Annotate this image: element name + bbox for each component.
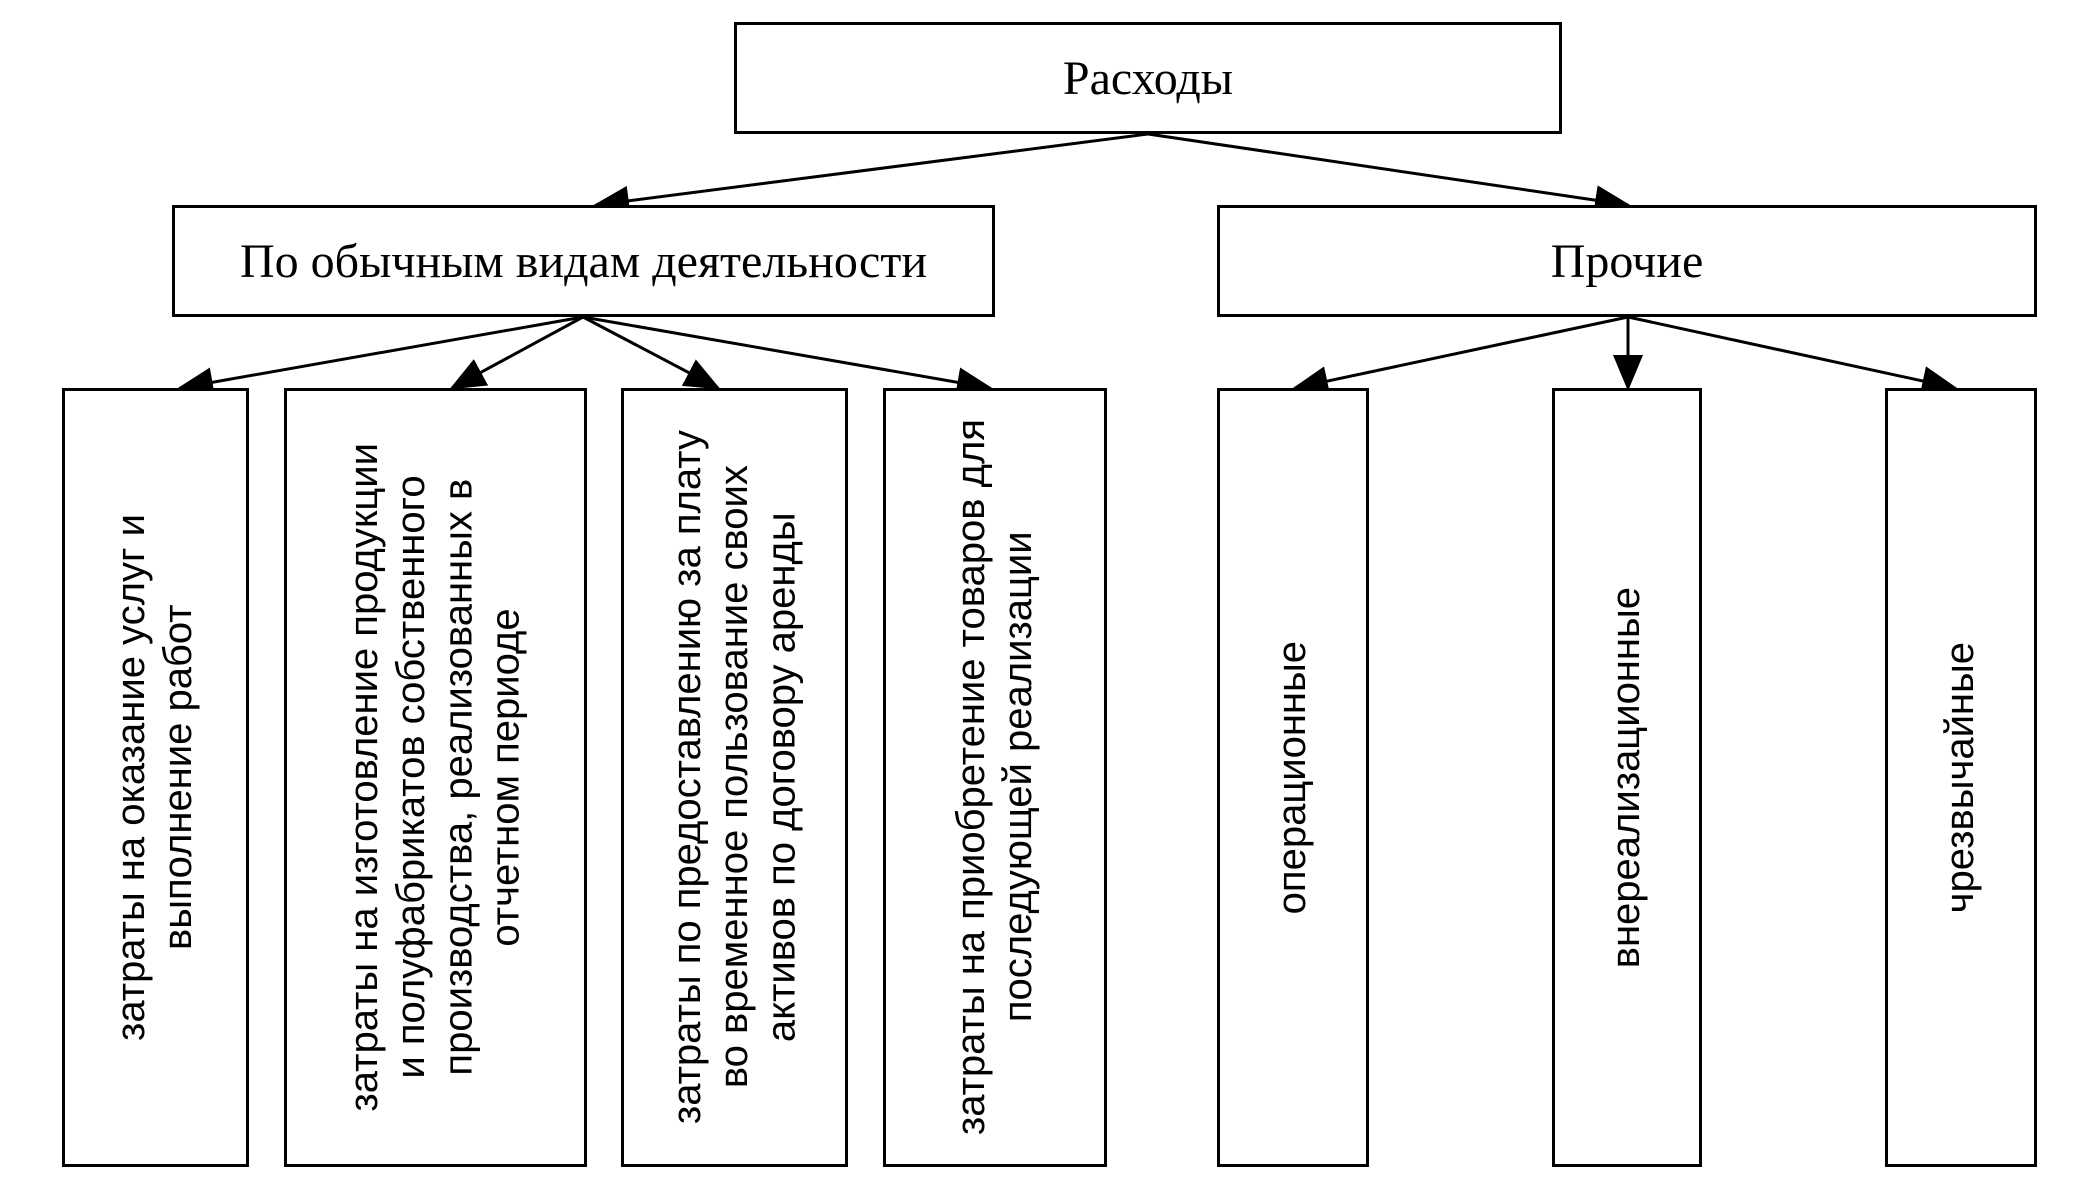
arrow-other-to-operational <box>1292 315 1629 396</box>
leaf-node-manufacturing: затраты на изготовление продукции и полу… <box>284 388 587 1167</box>
leaf-operational-label: операционные <box>1270 640 1315 915</box>
leaf-goods-label: затраты на приобретение товаров для посл… <box>948 419 1040 1136</box>
leaf-manufacturing-label: затраты на изготовление продукции и полу… <box>342 443 528 1112</box>
leaf-node-non-operational: внереализационные <box>1552 388 1702 1167</box>
root-node-label: Расходы <box>1062 51 1234 105</box>
leaf-non-operational-label: внереализационные <box>1604 586 1649 969</box>
arrow-ordinary-to-manufacturing <box>449 315 584 390</box>
leaf-node-operational: операционные <box>1217 388 1369 1167</box>
arrow-ordinary-to-goods <box>582 315 993 398</box>
category-other-label: Прочие <box>1550 234 1704 288</box>
arrow-root-to-ordinary <box>593 132 1149 216</box>
leaf-node-goods: затраты на приобретение товаров для посл… <box>883 388 1107 1167</box>
leaf-node-services: затраты на оказание услуг и выполнение р… <box>62 388 249 1167</box>
arrow-ordinary-to-rent <box>582 315 721 390</box>
root-node-expenses: Расходы <box>734 22 1562 134</box>
leaf-extraordinary-label: чрезвычайные <box>1938 641 1983 914</box>
category-node-ordinary: По обычным видам деятельности <box>172 205 995 317</box>
leaf-node-extraordinary: чрезвычайные <box>1885 388 2037 1167</box>
arrow-root-to-other <box>1147 132 1631 216</box>
category-node-other: Прочие <box>1217 205 2037 317</box>
leaf-services-label: затраты на оказание услуг и выполнение р… <box>109 513 201 1041</box>
arrow-ordinary-to-services <box>177 315 584 398</box>
leaf-rent-label: затраты по предоставлению за плату во вр… <box>664 430 804 1125</box>
arrow-other-to-extraordinary <box>1627 315 1958 396</box>
category-ordinary-label: По обычным видам деятельности <box>239 234 928 288</box>
leaf-node-rent: затраты по предоставлению за плату во вр… <box>621 388 848 1167</box>
